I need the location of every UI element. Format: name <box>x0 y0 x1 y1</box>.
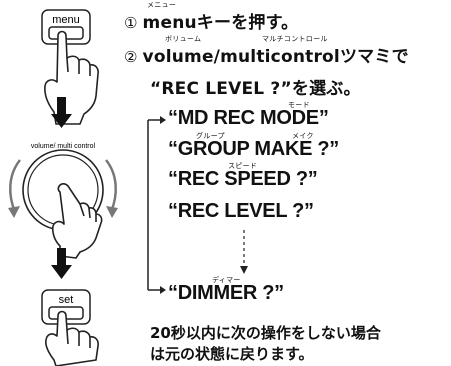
dashed-arrow-icon <box>240 230 248 274</box>
step-1: ① menuキーを押す。 <box>124 8 298 33</box>
set-button-label: set <box>59 294 74 306</box>
ruby-make: メイク <box>292 132 314 140</box>
menu-button-label: menu <box>52 14 80 26</box>
step-1-number: ① <box>124 14 138 32</box>
step-2-text: ツマミで <box>339 47 409 67</box>
operation-illustration: menu volume/ multi control set <box>8 9 118 366</box>
hand-icon <box>51 183 103 259</box>
arrow-down-icon <box>51 248 72 279</box>
hand-icon <box>45 310 99 366</box>
menu-item-rec-level: “REC LEVEL ?” <box>168 200 314 222</box>
rotate-arrow-left-icon <box>8 159 22 218</box>
ruby-menu: メニュー <box>147 1 177 9</box>
arrow-down-icon <box>51 97 72 128</box>
hand-icon <box>44 30 99 125</box>
ruby-dimmer: ディマー <box>212 276 241 284</box>
dial-label: volume/ multi control <box>31 143 96 150</box>
menu-item-md-rec-mode: “MD REC MODE” <box>168 107 329 129</box>
menu-item-rec-speed: “REC SPEED ?” <box>168 168 318 190</box>
menu-item-dimmer: “DIMMER ?” <box>168 282 284 304</box>
step-1-key: menu <box>142 13 197 33</box>
step-2: ② volume/multicontrolツマミで <box>124 42 409 67</box>
note-line-2: は元の状態に戻ります。 <box>150 345 314 363</box>
menu-bracket <box>147 116 166 294</box>
ruby-multicontrol: マルチコントロール <box>262 35 328 43</box>
step-2-key: volume/multicontrol <box>142 47 340 67</box>
ruby-mode: モード <box>288 101 310 109</box>
ruby-speed: スピード <box>228 162 258 170</box>
step-2-number: ② <box>124 48 138 66</box>
step-1-text: キーを押す。 <box>196 13 299 33</box>
rotate-arrow-right-icon <box>104 159 118 218</box>
select-instruction: “REC LEVEL ?”を選ぶ。 <box>150 79 361 99</box>
ruby-volume: ボリューム <box>165 35 202 43</box>
ruby-group: グループ <box>196 132 225 140</box>
note-line-1: 20秒以内に次の操作をしない場合 <box>150 324 381 342</box>
menu-item-group-make: “GROUP MAKE ?” <box>168 138 339 160</box>
